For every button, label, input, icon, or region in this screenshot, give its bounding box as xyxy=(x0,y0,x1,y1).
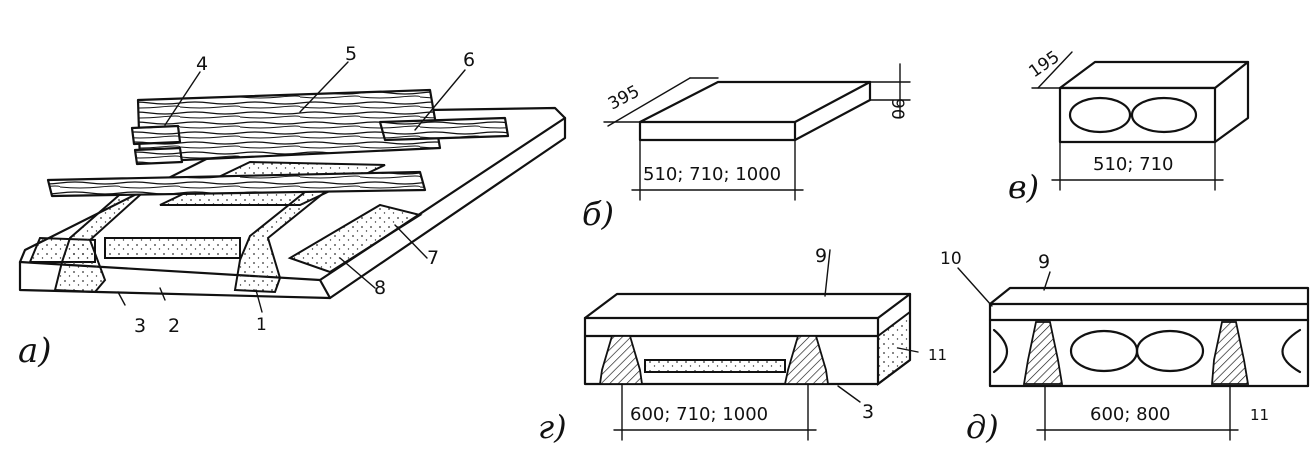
beam-d-left xyxy=(1022,321,1064,385)
callout-a-6: 6 xyxy=(463,49,475,71)
callout-g-3: 3 xyxy=(862,401,874,423)
callout-a-8: 8 xyxy=(374,277,386,299)
board-lower xyxy=(46,170,427,198)
hollow-block-front xyxy=(1058,86,1217,144)
callout-a-4: 4 xyxy=(196,53,208,75)
beam-g-left xyxy=(598,335,644,385)
panel-a xyxy=(18,88,567,300)
callout-a-3: 3 xyxy=(134,315,146,337)
callout-a-7: 7 xyxy=(427,247,439,269)
callout-d-11: 11 xyxy=(1250,406,1269,424)
panel-b xyxy=(603,63,911,201)
panel-letter-v: в) xyxy=(1008,168,1039,206)
filler-block-front xyxy=(104,237,241,259)
panel-letter-d: д) xyxy=(966,408,999,446)
callout-a-5: 5 xyxy=(345,43,357,65)
panel-letter-g: г) xyxy=(538,408,567,446)
dim-g-length: 600; 710; 1000 xyxy=(630,404,768,425)
panel-v xyxy=(1031,51,1250,191)
dim-v-width: 195 xyxy=(1025,47,1063,82)
panel-letter-a: а) xyxy=(18,331,52,371)
panel-d xyxy=(957,267,1310,441)
callout-g-11: 11 xyxy=(928,346,947,364)
dim-b-length: 510; 710; 1000 xyxy=(643,164,781,185)
hollow-block-void-right xyxy=(1130,96,1198,134)
hollow-block-void-left xyxy=(1068,96,1132,134)
callout-a-1: 1 xyxy=(256,315,267,335)
board-side xyxy=(378,116,510,142)
dim-b-height: 90 xyxy=(887,98,907,120)
callout-d-9: 9 xyxy=(1038,251,1050,273)
callout-d-10: 10 xyxy=(940,249,962,269)
floor-section-d-top xyxy=(988,286,1310,306)
callout-g-9: 9 xyxy=(815,245,827,267)
panel-g xyxy=(583,249,919,441)
dim-v-length: 510; 710 xyxy=(1093,154,1174,175)
panel-letter-b: б) xyxy=(582,195,614,233)
slab-b xyxy=(638,80,872,124)
panel-a-leaders xyxy=(117,61,466,313)
hollow-block-top xyxy=(1058,60,1250,90)
beam-d-right xyxy=(1211,321,1250,385)
floor-section-g-top xyxy=(583,292,912,320)
callout-a-2: 2 xyxy=(168,315,180,337)
dim-d-length: 600; 800 xyxy=(1090,404,1171,425)
beam-g-mid xyxy=(783,335,830,385)
